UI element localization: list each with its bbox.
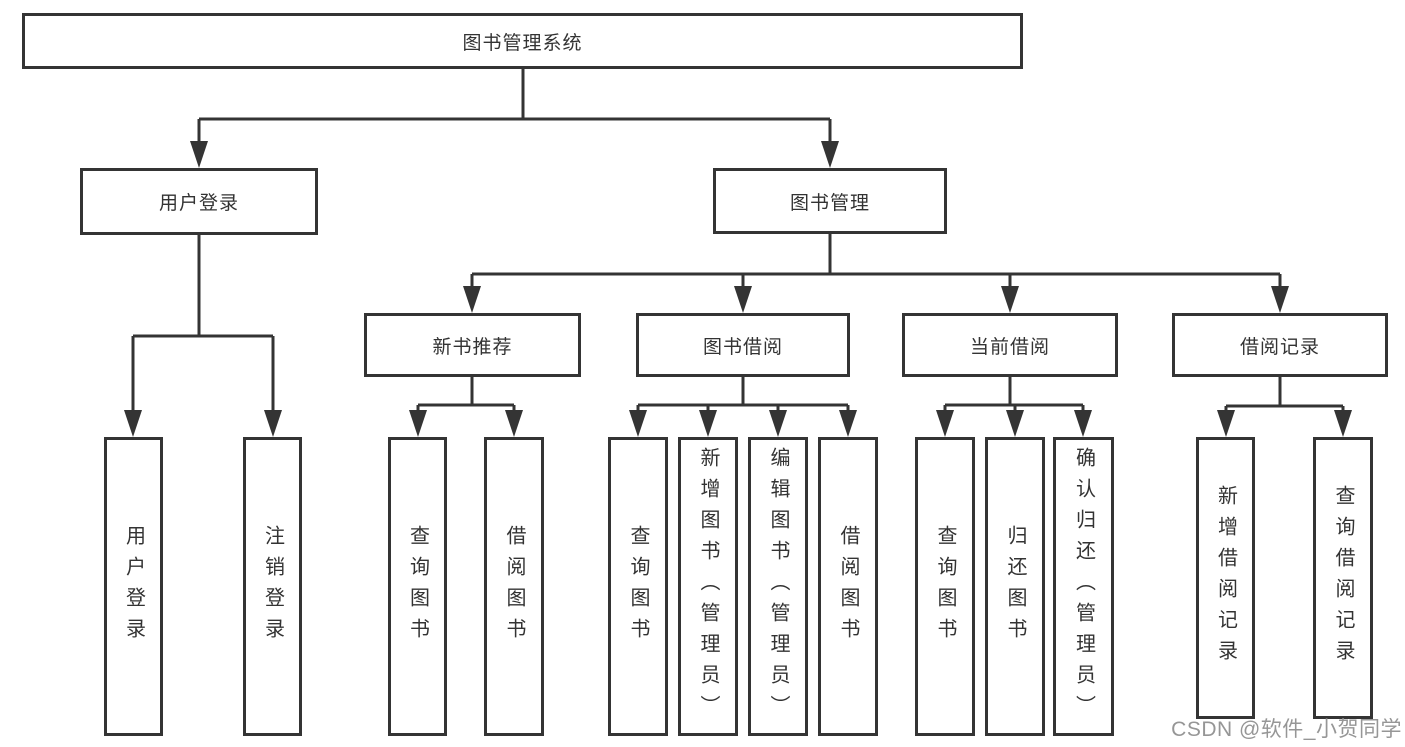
leaf-return-book: 归还图书 xyxy=(985,437,1045,736)
connector-lines xyxy=(131,69,1345,414)
leaf-query-borrow-record: 查询借阅记录 xyxy=(1313,437,1373,719)
node-new-book-recommend: 新书推荐 xyxy=(364,313,581,377)
node-book-borrowing: 图书借阅 xyxy=(636,313,850,377)
leaf-query-books-recommend: 查询图书 xyxy=(388,437,447,736)
leaf-borrow-books-recommend: 借阅图书 xyxy=(484,437,544,736)
leaf-query-books-borrow: 查询图书 xyxy=(608,437,668,736)
leaf-edit-book-admin: 编辑图书（管理员） xyxy=(748,437,808,736)
leaf-user-login: 用户登录 xyxy=(104,437,163,736)
leaf-query-books-current: 查询图书 xyxy=(915,437,975,736)
node-borrowing-records: 借阅记录 xyxy=(1172,313,1388,377)
leaf-add-borrow-record: 新增借阅记录 xyxy=(1196,437,1255,719)
watermark-text: CSDN @软件_小贺同学 xyxy=(1171,718,1402,741)
arrow-head-icons xyxy=(124,141,1352,437)
node-book-management: 图书管理 xyxy=(713,168,947,234)
node-user-login: 用户登录 xyxy=(80,168,318,235)
leaf-add-book-admin: 新增图书（管理员） xyxy=(678,437,738,736)
node-root-system: 图书管理系统 xyxy=(22,13,1023,69)
leaf-confirm-return-admin: 确认归还（管理员） xyxy=(1053,437,1114,736)
node-current-borrowing: 当前借阅 xyxy=(902,313,1118,377)
leaf-borrow-books: 借阅图书 xyxy=(818,437,878,736)
leaf-logout: 注销登录 xyxy=(243,437,302,736)
